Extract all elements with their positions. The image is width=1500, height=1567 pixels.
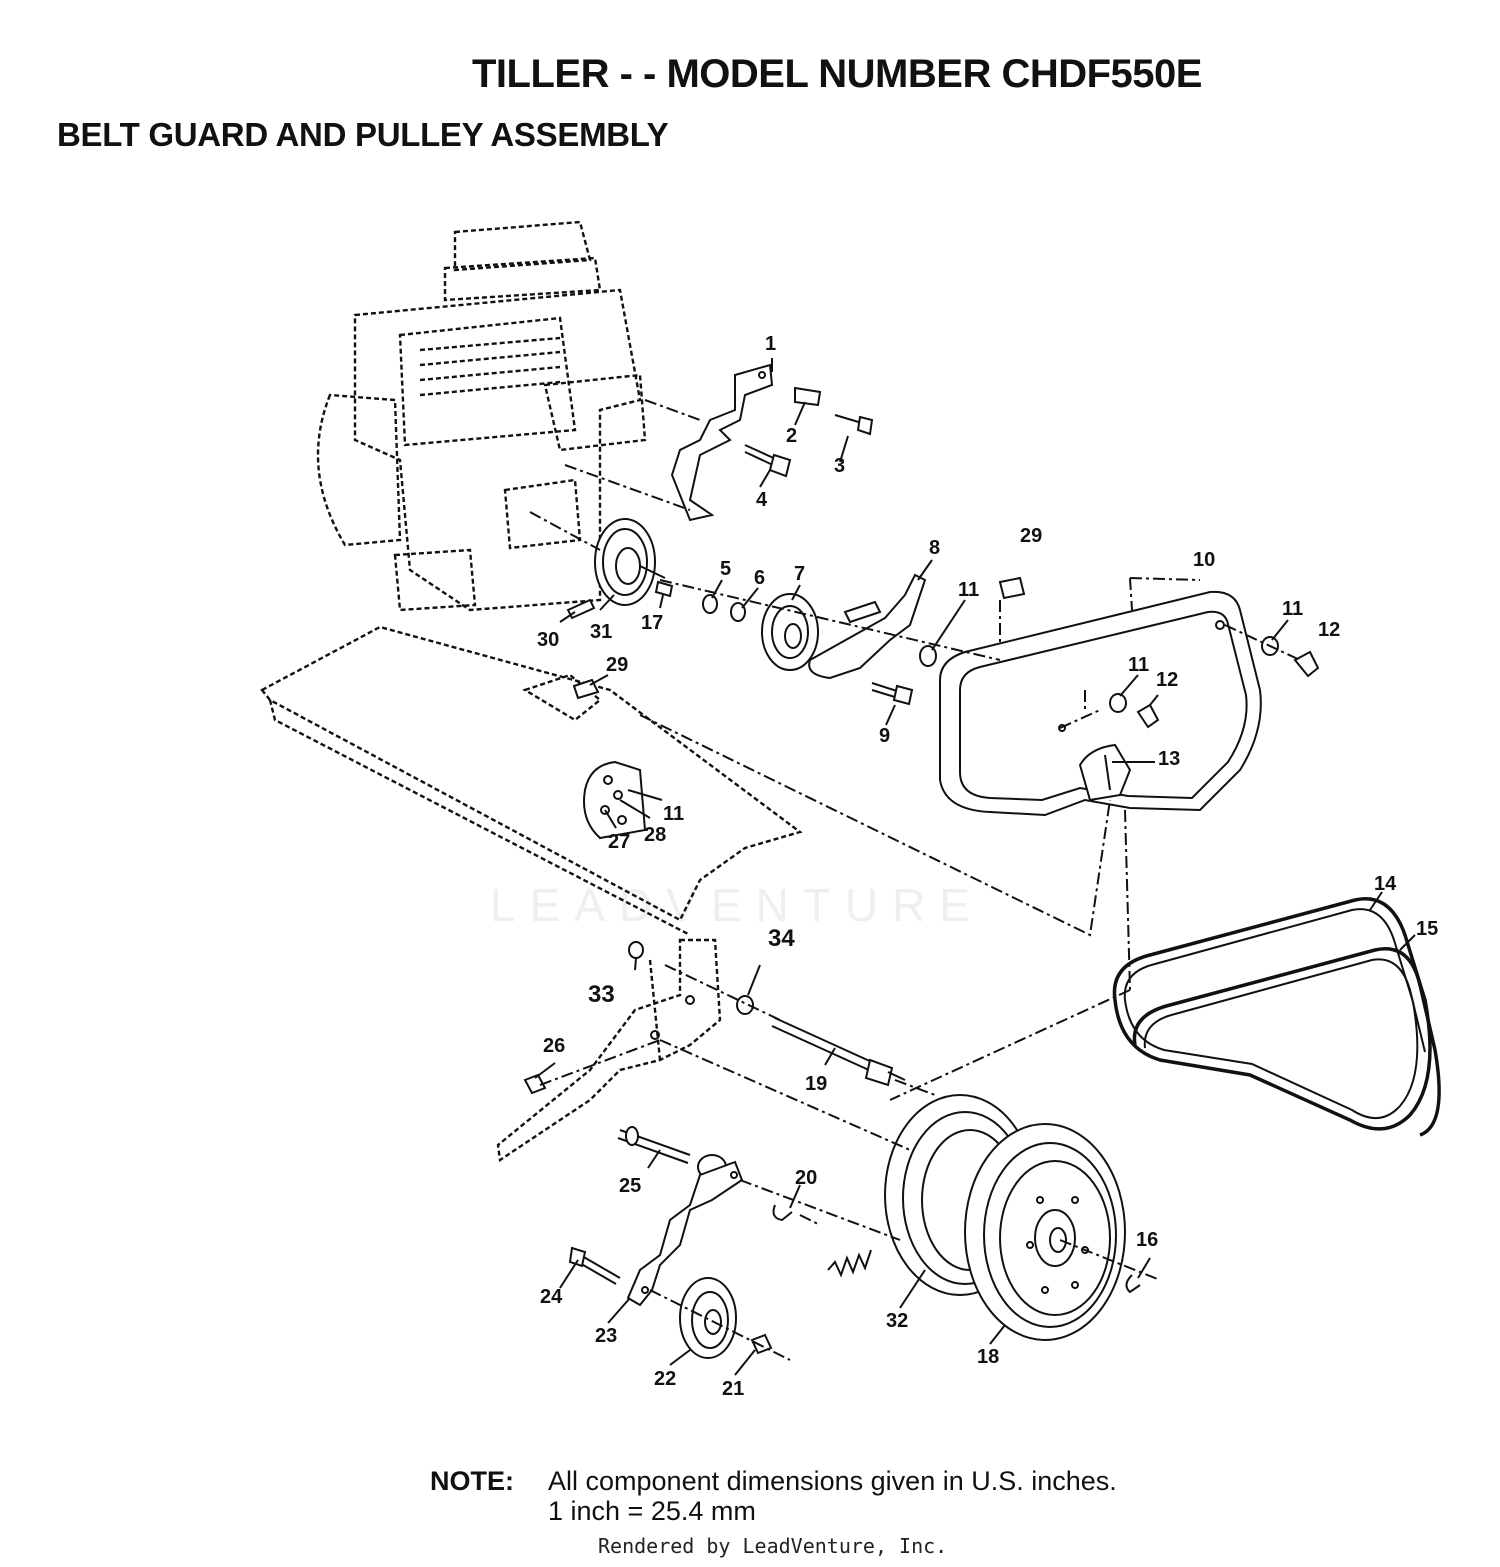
callout-11-guard-right: 11 [1282,598,1303,620]
part-30-set-screw [566,598,596,620]
callout-17: 17 [641,612,663,634]
callout-12-right: 12 [1318,619,1340,641]
callout-11-arm: 11 [958,579,979,601]
callout-11-bracket-plate: 11 [663,803,684,825]
callout-10: 10 [1193,549,1215,571]
part-14-belt [1112,897,1432,1131]
part-11-washer-guard-center [1109,693,1127,713]
callout-14: 14 [1374,873,1397,895]
callout-28: 28 [644,824,666,846]
part-21-nut [750,1333,773,1355]
part-29-clip-upper [998,576,1026,600]
part-16-retaining-ring [1125,1274,1141,1294]
callout-15: 15 [1416,918,1438,940]
assembly-subtitle: BELT GUARD AND PULLEY ASSEMBLY [57,116,669,153]
part-31-engine-pulley [594,518,666,606]
note-line-2: 1 inch = 25.4 mm [548,1496,756,1526]
part-15-belt [1132,947,1441,1137]
callout-5: 5 [720,558,731,580]
note-label: NOTE: [430,1466,514,1496]
callout-7: 7 [794,563,805,585]
part-19-shaft [771,1017,906,1087]
watermark-text: LEADVENTURE [490,879,984,931]
assembly-centerlines [529,399,1301,1361]
callout-29-upper: 29 [1020,525,1042,547]
part-18-pulley [964,1123,1126,1341]
part-23-idler-bracket [626,1160,744,1307]
note-text: All component dimensions given in U.S. i… [548,1466,1117,1526]
tine-frame-outline [260,625,803,937]
callout-20: 20 [795,1167,817,1189]
callout-24: 24 [540,1286,563,1308]
callout-23: 23 [595,1325,617,1347]
callout-9: 9 [879,725,890,747]
part-2-clip [794,386,822,407]
callout-30: 30 [537,629,559,651]
callout-12-center: 12 [1156,669,1178,691]
callout-6: 6 [754,567,765,589]
callout-34: 34 [768,925,795,952]
callout-32: 32 [886,1310,908,1332]
callout-21: 21 [722,1378,744,1400]
callout-numbers: 1 2 3 4 5 6 7 8 9 10 11 11 11 11 12 12 1… [537,333,1438,1400]
callout-33: 33 [588,981,615,1008]
guard-bracket-plate [583,760,647,840]
callout-2: 2 [786,425,797,447]
part-20-e-ring [772,1204,793,1222]
part-5-washer [702,594,718,614]
callout-18: 18 [977,1346,999,1368]
part-10-belt-guard [939,590,1262,817]
callout-4: 4 [756,489,768,511]
part-12-nut-center [1136,703,1160,729]
callout-3: 3 [834,455,845,477]
callout-leader-lines [534,358,1416,1376]
part-8-idler-arm [808,573,927,680]
tine-bracket-outline [496,938,722,1163]
part-33-washer [628,941,644,959]
note-line-1: All component dimensions given in U.S. i… [548,1466,1117,1496]
part-17-key [654,580,674,598]
page-title: TILLER - - MODEL NUMBER CHDF550E [472,52,1202,96]
idler-spring [827,1249,872,1278]
callout-31: 31 [590,621,612,643]
callout-16: 16 [1136,1229,1158,1251]
callout-26: 26 [543,1035,565,1057]
callout-11-guard-center: 11 [1128,654,1149,676]
part-11-washer-arm [919,645,937,667]
callout-13: 13 [1158,748,1180,770]
part-26-nut [523,1073,547,1095]
part-9-bolt [871,682,914,706]
callout-1: 1 [765,333,776,355]
callout-22: 22 [654,1368,676,1390]
part-34-washer [736,995,754,1015]
part-3-screw [834,414,874,436]
part-12-nut-right [1293,650,1320,678]
engine-outline [316,220,647,612]
callout-19: 19 [805,1073,827,1095]
render-credit: Rendered by LeadVenture, Inc. [598,1534,948,1558]
callout-8: 8 [929,537,940,559]
callout-27: 27 [608,831,630,853]
callout-25: 25 [619,1175,641,1197]
part-4-bolt [744,444,792,478]
part-7-idler-pulley [761,593,819,671]
part-24-bolt [568,1246,621,1285]
callout-29-lower: 29 [606,654,628,676]
part-1-bracket [670,363,774,522]
